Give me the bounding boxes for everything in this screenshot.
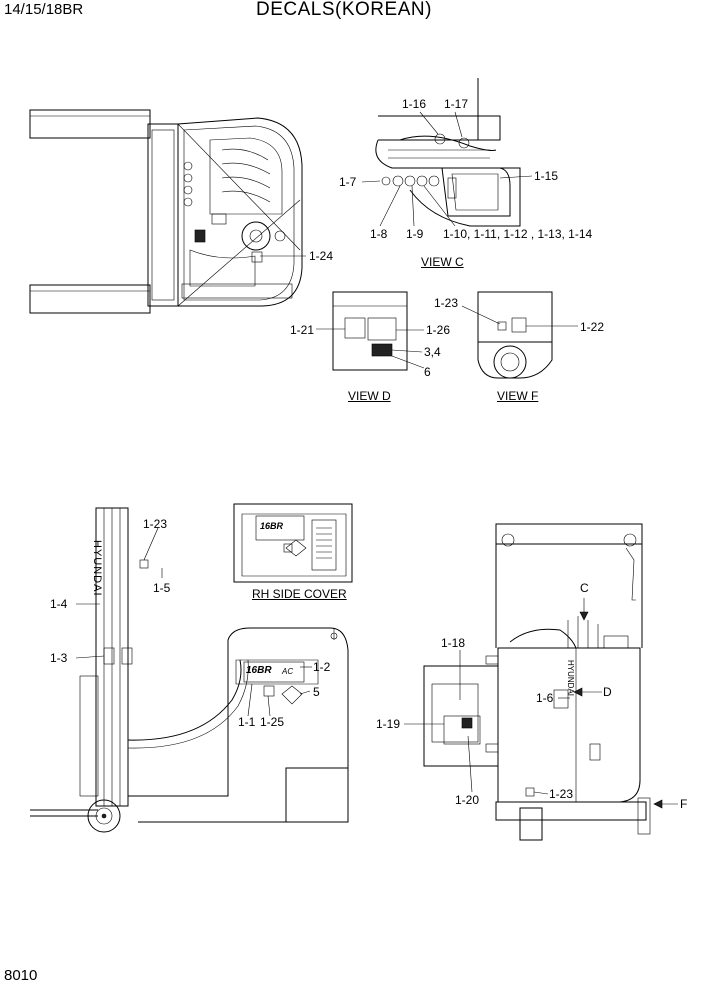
rh-side-cover-drawing xyxy=(233,503,353,583)
callout-1-21: 1-21 xyxy=(290,323,315,337)
callout-1-8: 1-8 xyxy=(370,227,388,241)
callout-5: 5 xyxy=(313,685,320,699)
callout-1-18: 1-18 xyxy=(441,636,466,650)
view-f-label: VIEW F xyxy=(497,389,539,403)
callout-1-16: 1-16 xyxy=(402,97,427,111)
view-d-label: VIEW D xyxy=(348,389,391,403)
rear-brand-decal: HYUNDAI xyxy=(566,660,575,697)
callout-1-10-1-14: 1-10, 1-11, 1-12 , 1-13, 1-14 xyxy=(443,227,593,241)
callout-1-6: 1-6 xyxy=(536,691,554,705)
view-d-drawing xyxy=(316,291,425,371)
callout-6: 6 xyxy=(424,365,431,379)
page-title: DECALS(KOREAN) xyxy=(256,0,432,20)
model-label: 14/15/18BR xyxy=(4,1,84,18)
view-f-drawing xyxy=(461,291,578,379)
callout-1-1: 1-1 xyxy=(238,715,256,729)
callout-1-2: 1-2 xyxy=(313,660,331,674)
callout-3-4: 3,4 xyxy=(424,345,441,359)
callout-1-15: 1-15 xyxy=(534,169,559,183)
callout-1-5: 1-5 xyxy=(153,581,171,595)
callout-1-25: 1-25 xyxy=(260,715,285,729)
callout-1-4: 1-4 xyxy=(50,597,68,611)
callout-c-arrow: C xyxy=(580,581,589,595)
top-view-drawing xyxy=(29,109,303,314)
callout-1-20: 1-20 xyxy=(455,793,480,807)
callout-d-arrow: D xyxy=(603,685,612,699)
cover-model-badge: 16BR xyxy=(260,521,284,531)
rear-view-drawing xyxy=(404,523,678,841)
callout-1-23-rear: 1-23 xyxy=(549,787,574,801)
callout-1-17: 1-17 xyxy=(444,97,469,111)
callout-1-9: 1-9 xyxy=(406,227,424,241)
view-c-drawing xyxy=(361,78,533,227)
callout-1-23-view-f: 1-23 xyxy=(434,296,459,310)
mast-brand-decal: HYUNDAI xyxy=(91,540,103,597)
callout-1-7: 1-7 xyxy=(339,175,357,189)
callout-1-3: 1-3 xyxy=(50,651,68,665)
callout-1-23-side: 1-23 xyxy=(143,517,168,531)
model-badge-decal: 16BR xyxy=(246,665,272,676)
rh-side-cover-label: RH SIDE COVER xyxy=(252,587,347,601)
callout-1-24: 1-24 xyxy=(309,249,334,263)
view-c-label: VIEW C xyxy=(421,255,464,269)
callout-1-22: 1-22 xyxy=(580,320,605,334)
page-number: 8010 xyxy=(4,967,38,984)
callout-1-19: 1-19 xyxy=(376,717,401,731)
model-badge-ac: AC xyxy=(282,667,294,676)
callout-1-26: 1-26 xyxy=(426,323,451,337)
callout-f-arrow: F xyxy=(680,797,688,811)
side-view-drawing xyxy=(30,507,349,833)
